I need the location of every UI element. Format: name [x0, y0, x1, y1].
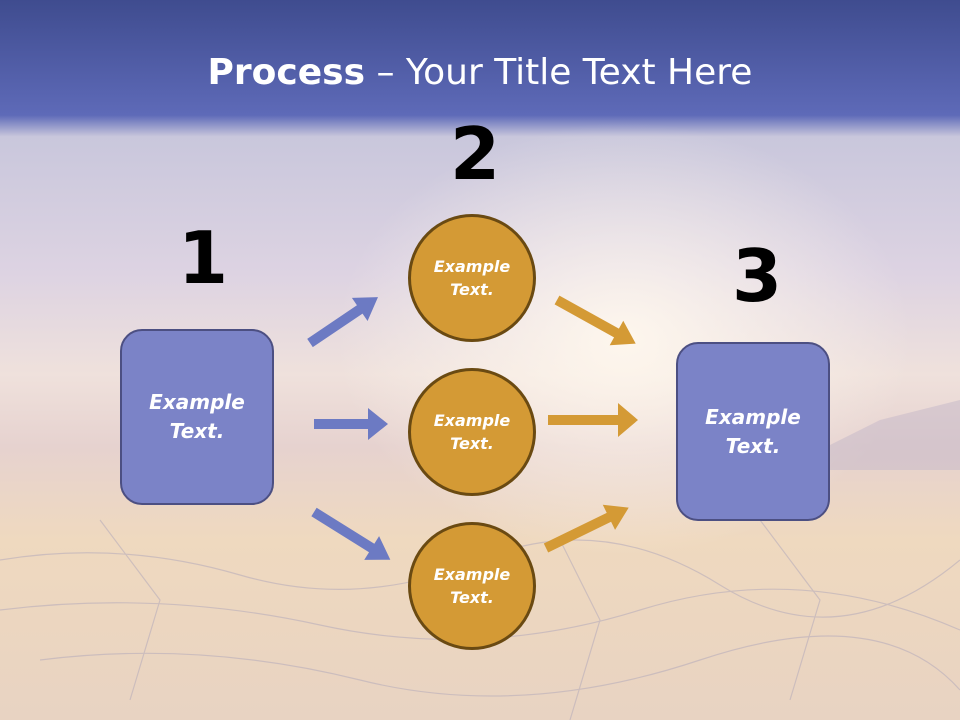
title-rest: – Your Title Text Here	[365, 52, 753, 93]
step-number-1: 1	[178, 216, 229, 300]
process-circle-top: Example Text.	[408, 214, 536, 342]
right-arrows	[543, 295, 638, 553]
process-circle-middle: Example Text.	[408, 368, 536, 496]
right-box-text: Example Text.	[705, 404, 801, 458]
arrow-top-to-right	[554, 295, 636, 346]
arrow-left-to-bottom	[311, 507, 391, 560]
arrow-left-to-middle	[314, 408, 388, 440]
right-process-box: Example Text.	[676, 342, 830, 521]
left-arrows	[307, 297, 391, 560]
slide-title: Process – Your Title Text Here	[0, 52, 960, 93]
left-process-box: Example Text.	[120, 329, 274, 505]
title-bold: Process	[207, 52, 366, 93]
left-box-text: Example Text.	[149, 390, 245, 443]
step-number-3: 3	[732, 234, 783, 318]
arrow-middle-to-right	[548, 403, 638, 437]
step-number-2: 2	[450, 112, 501, 196]
arrow-left-to-top	[307, 297, 378, 348]
circle-top-text: Example Text.	[433, 257, 511, 299]
circle-bottom-text: Example Text.	[433, 565, 511, 607]
arrow-bottom-to-right	[543, 504, 629, 553]
circle-middle-text: Example Text.	[433, 411, 511, 453]
process-circle-bottom: Example Text.	[408, 522, 536, 650]
